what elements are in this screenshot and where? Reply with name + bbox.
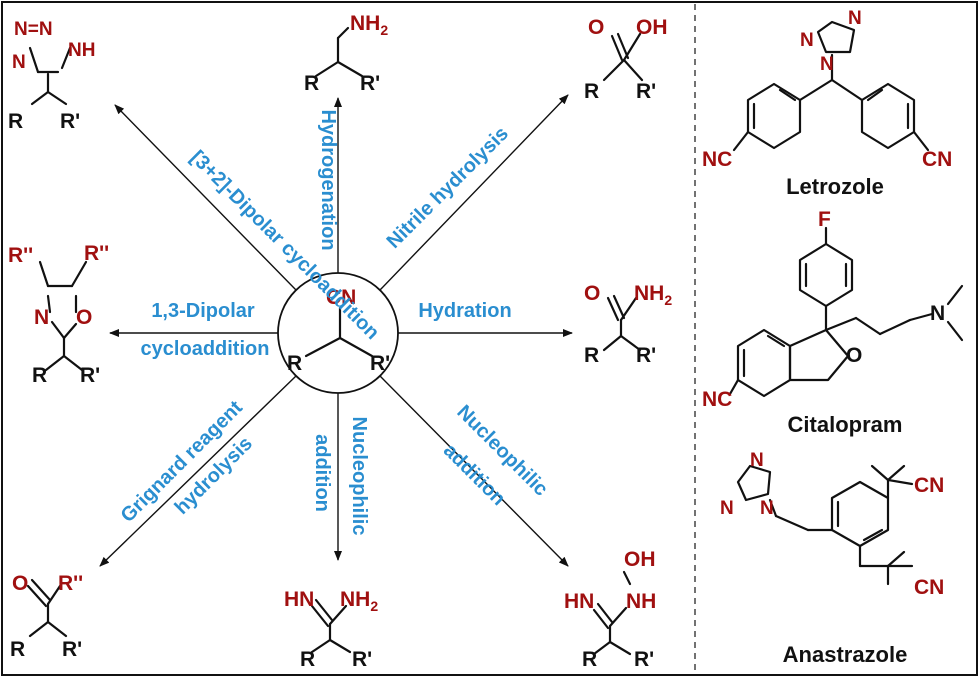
anastrazole-name: Anastrazole <box>783 642 908 667</box>
amide-r: R <box>584 344 599 367</box>
product-amidoxime: OH HN NH R R' <box>564 548 656 671</box>
tetrazole-n-top: N=N <box>14 19 53 40</box>
label-dipolar-13-line1: 1,3-Dipolar <box>151 300 255 322</box>
oxazoline-r2-left: R'' <box>8 244 33 267</box>
amine-nh2: NH2 <box>350 12 388 38</box>
acid-o: O <box>588 16 604 39</box>
anastrazole-n3: N <box>760 498 774 519</box>
label-nucleophilic-diag-line1: Nucleophilic <box>452 401 552 501</box>
product-ketone: O R'' R R' <box>10 572 83 661</box>
ketone-r2: R'' <box>58 572 83 595</box>
anastrazole-n2: N <box>720 498 734 519</box>
oxazoline-n: N <box>34 306 49 329</box>
oxazoline-r2-right: R'' <box>84 242 109 265</box>
letrozole-n1: N <box>848 8 862 29</box>
citalopram-nc: NC <box>702 388 732 411</box>
amine-r: R <box>304 72 319 95</box>
tetrazole-r: R <box>8 110 23 133</box>
arrow-amidoxime <box>379 375 569 567</box>
central-nitrile: CN R R' <box>277 272 399 394</box>
amidine-rprime: R' <box>352 648 372 671</box>
ketone-r: R <box>10 638 25 661</box>
label-nitrile-hydrolysis: Nitrile hydrolysis <box>383 123 513 253</box>
amide-o: O <box>584 282 600 305</box>
reaction-arrows <box>99 94 573 567</box>
tetrazole-n-left: N <box>12 52 26 73</box>
anastrazole-n1: N <box>750 450 764 471</box>
product-amide: O NH2 R R' <box>584 282 672 367</box>
acid-oh: OH <box>636 16 668 39</box>
letrozole-cn-right: CN <box>922 148 952 171</box>
label-nucleophilic-down-line2: addition <box>311 434 333 512</box>
ketone-rprime: R' <box>62 638 82 661</box>
anastrazole-cn2: CN <box>914 576 944 599</box>
center-rprime-label: R' <box>370 352 390 375</box>
arrow-ketone <box>99 375 297 567</box>
citalopram-o: O <box>846 344 862 367</box>
product-amine: NH2 R R' <box>304 12 388 95</box>
anastrazole-cn1: CN <box>914 474 944 497</box>
ketone-o: O <box>12 572 28 595</box>
label-hydration: Hydration <box>418 300 511 322</box>
product-carboxylic-acid: O OH R R' <box>584 16 668 103</box>
arrow-tetrazole <box>114 104 297 291</box>
center-cn-label: CN <box>326 286 356 309</box>
amide-rprime: R' <box>636 344 656 367</box>
label-hydrogenation: Hydrogenation <box>317 109 339 250</box>
arrow-acid <box>379 94 569 291</box>
oxazoline-r: R <box>32 364 47 387</box>
drug-citalopram: F N O NC Citalopram <box>702 208 964 437</box>
amine-rprime: R' <box>360 72 380 95</box>
citalopram-n: N <box>930 302 945 325</box>
amidine-nh2: NH2 <box>340 588 378 614</box>
letrozole-n3: N <box>820 54 834 75</box>
acid-rprime: R' <box>636 80 656 103</box>
amidoxime-rprime: R' <box>634 648 654 671</box>
oxazoline-rprime: R' <box>80 364 100 387</box>
amidoxime-hn: HN <box>564 590 594 613</box>
amidine-r: R <box>300 648 315 671</box>
label-nucleophilic-down-line1: Nucleophilic <box>348 417 370 536</box>
center-r-label: R <box>287 352 302 375</box>
product-amidine: HN NH2 R R' <box>284 588 378 671</box>
tetrazole-nh: NH <box>68 40 95 61</box>
drug-letrozole: N N N NC CN Letrozole <box>702 8 952 199</box>
product-oxazoline: R'' R'' N O R R' <box>8 242 109 387</box>
letrozole-n2: N <box>800 30 814 51</box>
letrozole-name: Letrozole <box>786 174 884 199</box>
label-dipolar-13-line2: cycloaddition <box>141 338 270 360</box>
tetrazole-rprime: R' <box>60 110 80 133</box>
citalopram-f: F <box>818 208 831 231</box>
amidine-hn: HN <box>284 588 314 611</box>
amidoxime-r: R <box>582 648 597 671</box>
citalopram-name: Citalopram <box>788 412 903 437</box>
acid-r: R <box>584 80 599 103</box>
amidoxime-nh: NH <box>626 590 656 613</box>
product-tetrazole: N=N N NH R R' <box>8 19 95 133</box>
drug-anastrazole: N N N CN CN Anastrazole <box>720 450 944 667</box>
amide-nh2: NH2 <box>634 282 672 308</box>
letrozole-cn-left: NC <box>702 148 732 171</box>
oxazoline-o: O <box>76 306 92 329</box>
amidoxime-oh: OH <box>624 548 656 571</box>
